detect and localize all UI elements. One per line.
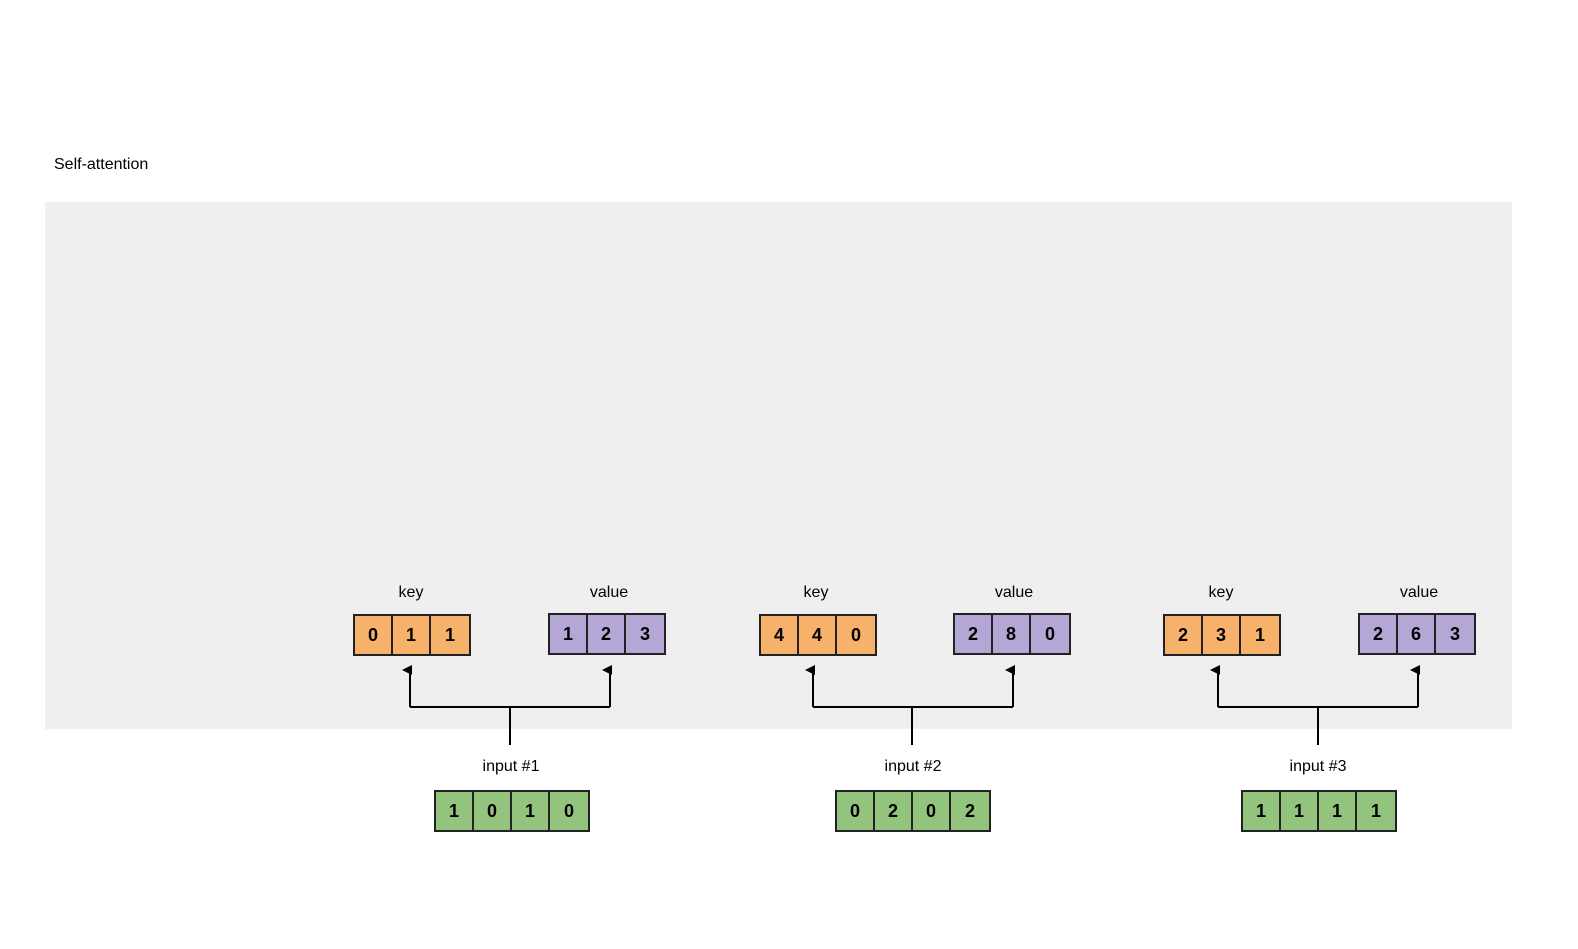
value-label-3: value (1399, 584, 1439, 601)
key-cell: 2 (1165, 616, 1203, 654)
input-cell: 1 (436, 792, 474, 830)
key-label-2: key (803, 584, 829, 601)
key-vector-2: 4 4 0 (759, 614, 877, 656)
input-label-2: input #2 (884, 758, 942, 775)
value-cell: 3 (626, 615, 664, 653)
key-vector-1: 0 1 1 (353, 614, 471, 656)
input-cell: 0 (913, 792, 951, 830)
input-label-3: input #3 (1289, 758, 1347, 775)
value-vector-1: 1 2 3 (548, 613, 666, 655)
value-cell: 0 (1031, 615, 1069, 653)
value-cell: 1 (550, 615, 588, 653)
key-cell: 1 (1241, 616, 1279, 654)
input-vector-3: 1 1 1 1 (1241, 790, 1397, 832)
input-cell: 1 (1357, 792, 1395, 830)
value-label-2: value (994, 584, 1034, 601)
key-cell: 3 (1203, 616, 1241, 654)
value-cell: 2 (588, 615, 626, 653)
value-cell: 3 (1436, 615, 1474, 653)
key-cell: 1 (393, 616, 431, 654)
input-cell: 1 (1319, 792, 1357, 830)
input-cell: 1 (1243, 792, 1281, 830)
input-cell: 0 (474, 792, 512, 830)
key-cell: 4 (761, 616, 799, 654)
value-cell: 6 (1398, 615, 1436, 653)
input-vector-2: 0 2 0 2 (835, 790, 991, 832)
value-label-1: value (589, 584, 629, 601)
key-cell: 0 (837, 616, 875, 654)
value-cell: 2 (1360, 615, 1398, 653)
key-vector-3: 2 3 1 (1163, 614, 1281, 656)
input-cell: 1 (1281, 792, 1319, 830)
key-label-3: key (1208, 584, 1234, 601)
key-cell: 1 (431, 616, 469, 654)
input-cell: 0 (550, 792, 588, 830)
value-vector-3: 2 6 3 (1358, 613, 1476, 655)
key-label-1: key (398, 584, 424, 601)
key-cell: 4 (799, 616, 837, 654)
input-vector-1: 1 0 1 0 (434, 790, 590, 832)
input-cell: 0 (837, 792, 875, 830)
input-cell: 2 (875, 792, 913, 830)
input-cell: 1 (512, 792, 550, 830)
value-cell: 8 (993, 615, 1031, 653)
diagram-title: Self-attention (54, 156, 149, 173)
input-cell: 2 (951, 792, 989, 830)
input-label-1: input #1 (482, 758, 540, 775)
value-vector-2: 2 8 0 (953, 613, 1071, 655)
key-cell: 0 (355, 616, 393, 654)
value-cell: 2 (955, 615, 993, 653)
